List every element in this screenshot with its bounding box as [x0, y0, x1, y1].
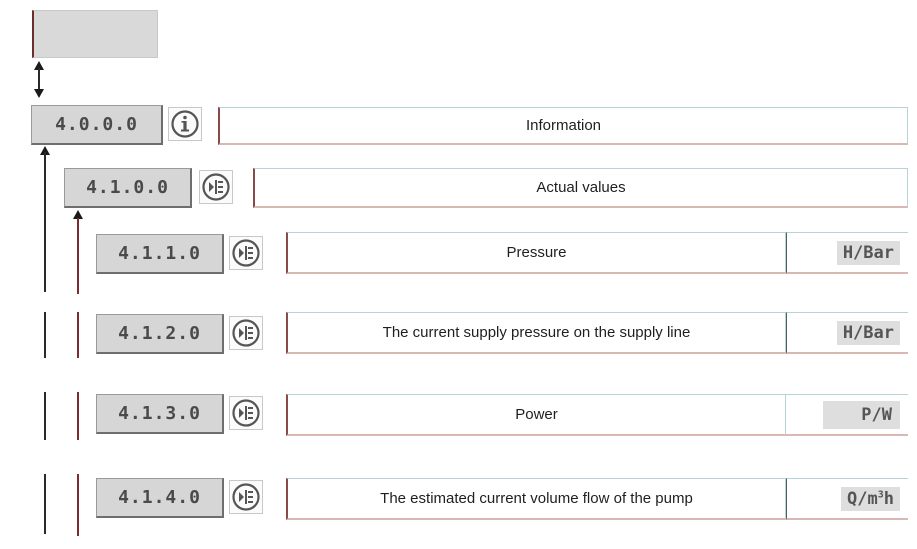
menu-code-item: 4.1.4.0 [96, 478, 224, 518]
menu-label-item: Power [286, 394, 786, 436]
menu-label-item: The estimated current volume flow of the… [286, 478, 786, 520]
menu-label-root: Information [218, 107, 908, 145]
menu-code-sub: 4.1.0.0 [64, 168, 192, 208]
unit-text: H/Bar [836, 320, 900, 345]
menu-label-sub: Actual values [253, 168, 908, 208]
unit-text: Q/m3h [841, 486, 900, 511]
list-arrow-icon [199, 170, 233, 204]
menu-label-item: The current supply pressure on the suppl… [286, 312, 786, 354]
menu-code-item: 4.1.3.0 [96, 394, 224, 434]
list-arrow-icon [229, 236, 263, 270]
sub-line-segment [77, 218, 79, 294]
connector-line [38, 68, 40, 92]
menu-label-item: Pressure [286, 232, 786, 274]
unit-badge: Q/m3h [786, 478, 908, 520]
connector-arrow-down [34, 89, 44, 98]
connector-arrow-up [34, 61, 44, 70]
parent-menu-placeholder [32, 10, 158, 58]
sub-line-segment [77, 392, 79, 440]
sub-line-segment [77, 474, 79, 536]
list-arrow-icon [229, 396, 263, 430]
unit-text: H/Bar [836, 240, 900, 265]
unit-text: P/W [823, 400, 900, 429]
list-arrow-icon [229, 316, 263, 350]
menu-code-item: 4.1.1.0 [96, 234, 224, 274]
list-arrow-icon [229, 480, 263, 514]
unit-badge: H/Bar [786, 312, 908, 354]
unit-badge: P/W [786, 394, 908, 436]
root-line-segment [44, 152, 46, 292]
root-line-segment [44, 392, 46, 440]
unit-badge: H/Bar [786, 232, 908, 274]
info-icon [168, 107, 202, 141]
menu-code-root: 4.0.0.0 [31, 105, 163, 145]
menu-code-item: 4.1.2.0 [96, 314, 224, 354]
root-line-segment [44, 312, 46, 358]
root-arrow-up [40, 146, 50, 155]
sub-arrow-up [73, 210, 83, 219]
sub-line-segment [77, 312, 79, 358]
root-line-segment [44, 474, 46, 534]
